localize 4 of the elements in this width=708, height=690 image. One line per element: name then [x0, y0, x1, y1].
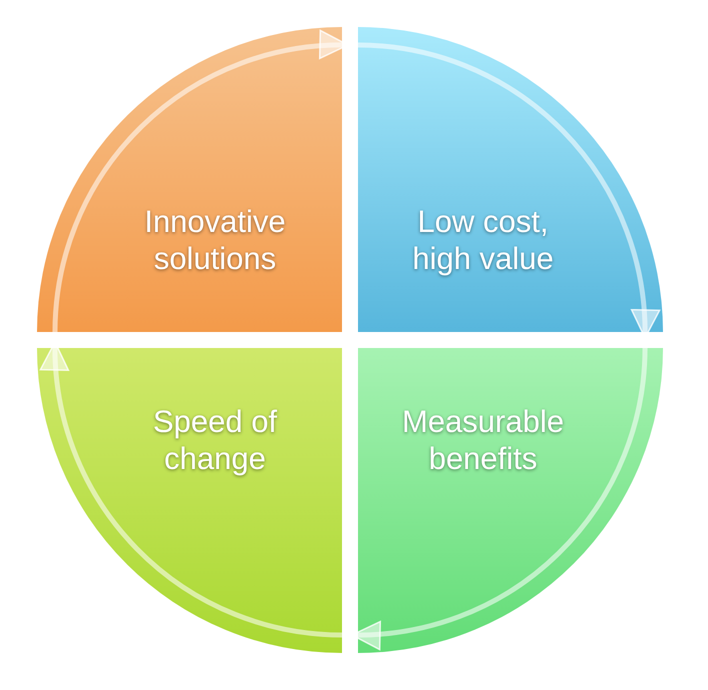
segment-label: Measurable benefits — [401, 402, 565, 478]
segment-label: Innovative solutions — [143, 202, 287, 278]
segment-label: Low cost, high value — [411, 202, 555, 278]
segment-label: Speed of change — [152, 402, 278, 478]
